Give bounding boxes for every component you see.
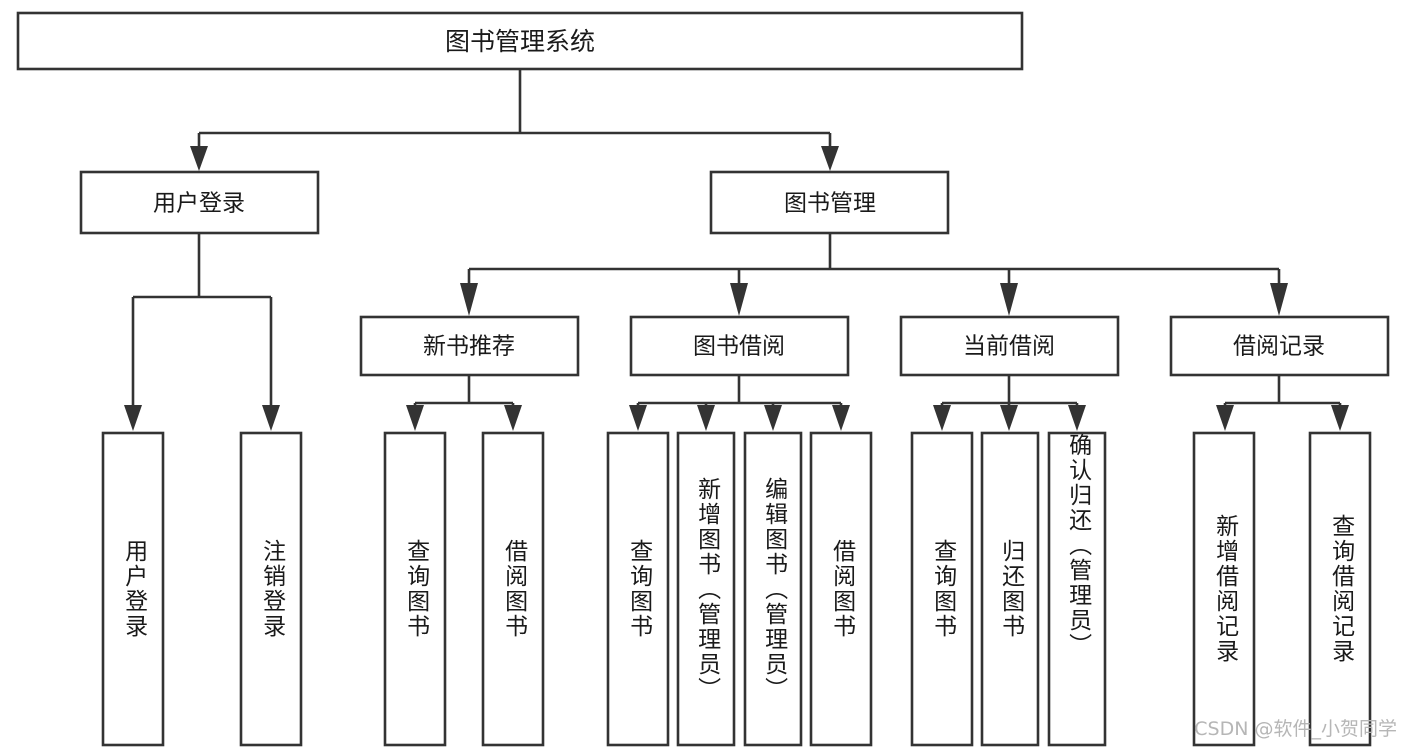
node-layer: 图书管理系统 用户登录 图书管理 新书推荐 图书借阅 当前借阅 xyxy=(16,11,1390,377)
leaf-box-return-book[interactable] xyxy=(980,431,1040,747)
node-book-manage[interactable]: 图书管理 xyxy=(709,170,950,235)
leaf-box-user-login[interactable] xyxy=(101,431,165,747)
node-borrow-record-label: 借阅记录 xyxy=(1233,334,1325,360)
arrow-current-borrow xyxy=(1000,283,1018,316)
node-current-borrow-rect[interactable] xyxy=(899,315,1120,377)
leaf-box-edit-book[interactable] xyxy=(743,431,803,747)
arrow-book-manage xyxy=(821,146,839,171)
leaf-node-layer xyxy=(101,431,1372,747)
leaf-box-borrow-book-1[interactable] xyxy=(481,431,545,747)
arrow-leaf-query-book-2 xyxy=(629,405,647,431)
arrow-leaf-borrow-book-2 xyxy=(832,405,850,431)
arrow-leaf-edit-book xyxy=(764,405,782,431)
node-user-login-rect[interactable] xyxy=(79,170,320,235)
node-current-borrow[interactable]: 当前借阅 xyxy=(899,315,1120,377)
arrow-leaf-add-book xyxy=(697,405,715,431)
node-root-label: 图书管理系统 xyxy=(445,27,595,56)
node-current-borrow-label: 当前借阅 xyxy=(963,334,1055,360)
arrow-leaf-query-book-1 xyxy=(406,405,424,431)
arrow-borrow-record xyxy=(1270,283,1288,316)
leaf-box-borrow-book-2[interactable] xyxy=(809,431,873,747)
arrow-leaf-confirm-return xyxy=(1068,405,1086,431)
leaf-box-add-record[interactable] xyxy=(1192,431,1256,747)
arrow-new-book-recommend xyxy=(460,283,478,316)
leaf-box-query-book-3[interactable] xyxy=(910,431,974,747)
arrow-leaf-query-record xyxy=(1331,405,1349,431)
node-new-book-recommend[interactable]: 新书推荐 xyxy=(359,315,580,377)
arrow-leaf-logout xyxy=(262,405,280,431)
leaf-box-query-book-1[interactable] xyxy=(383,431,447,747)
node-user-login[interactable]: 用户登录 xyxy=(79,170,320,235)
node-book-borrow[interactable]: 图书借阅 xyxy=(629,315,850,377)
arrow-book-borrow xyxy=(730,283,748,316)
arrow-leaf-query-book-3 xyxy=(933,405,951,431)
leaf-box-add-book[interactable] xyxy=(676,431,736,747)
node-borrow-record[interactable]: 借阅记录 xyxy=(1169,315,1390,377)
arrow-leaf-add-record xyxy=(1216,405,1234,431)
node-root-rect[interactable] xyxy=(16,11,1024,71)
node-new-book-recommend-rect[interactable] xyxy=(359,315,580,377)
leaf-box-query-record[interactable] xyxy=(1308,431,1372,747)
arrow-user-login xyxy=(190,146,208,171)
node-book-borrow-label: 图书借阅 xyxy=(693,334,785,360)
csdn-watermark: CSDN @软件_小贺同学 xyxy=(1194,718,1397,740)
arrow-leaf-user-login xyxy=(124,405,142,431)
node-book-manage-rect[interactable] xyxy=(709,170,950,235)
leaf-box-confirm-return[interactable] xyxy=(1047,431,1107,747)
node-new-book-recommend-label: 新书推荐 xyxy=(423,334,515,360)
connector-layer xyxy=(124,69,1349,431)
node-user-login-label: 用户登录 xyxy=(153,191,245,217)
arrow-leaf-borrow-book-1 xyxy=(504,405,522,431)
leaf-box-query-book-2[interactable] xyxy=(606,431,670,747)
node-book-borrow-rect[interactable] xyxy=(629,315,850,377)
node-root[interactable]: 图书管理系统 xyxy=(16,11,1024,71)
arrow-leaf-return-book xyxy=(1000,405,1018,431)
node-book-manage-label: 图书管理 xyxy=(784,191,876,217)
leaf-box-logout[interactable] xyxy=(239,431,303,747)
node-borrow-record-rect[interactable] xyxy=(1169,315,1390,377)
